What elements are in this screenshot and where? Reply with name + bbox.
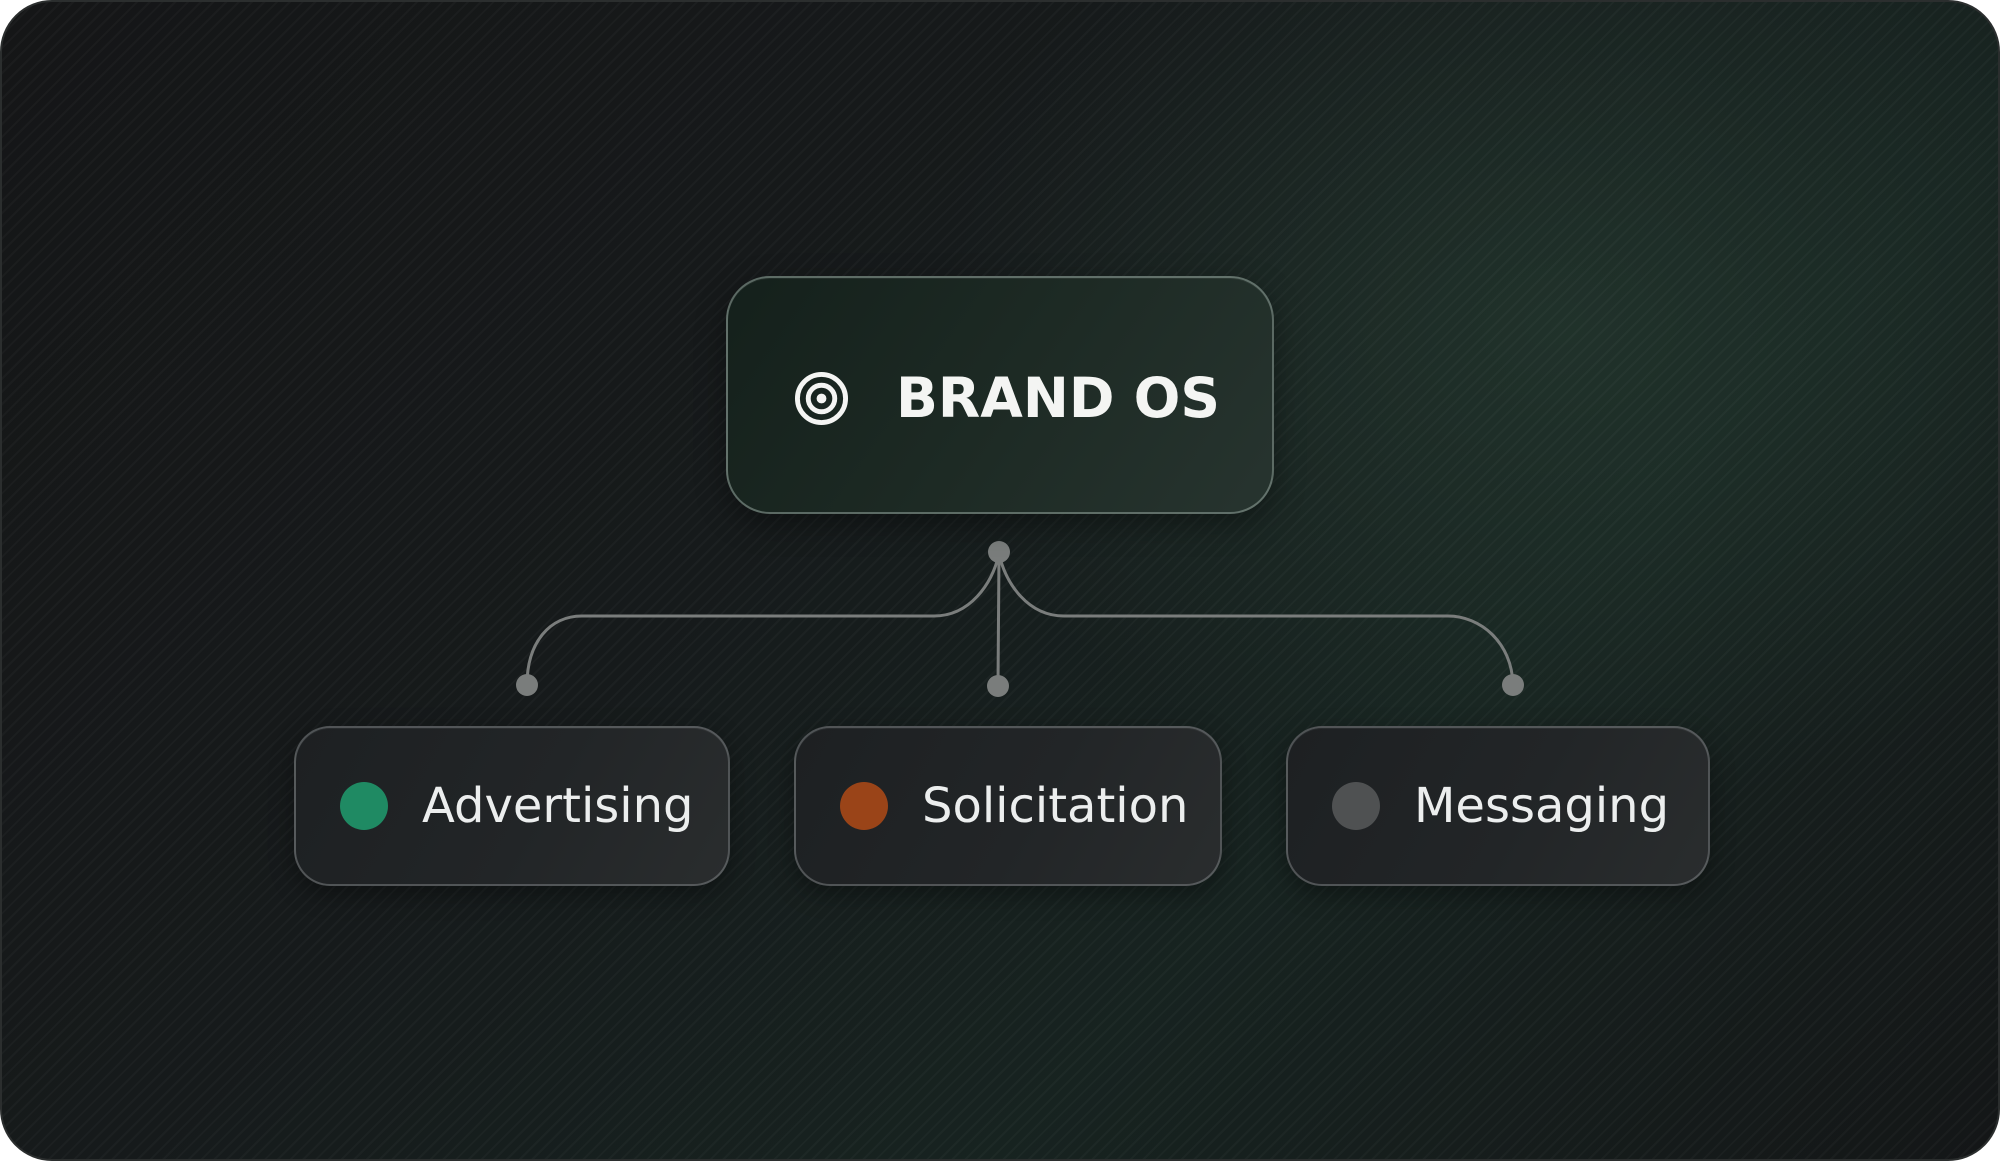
- connector-end-solicitation: [987, 675, 1009, 697]
- connector-hub-point: [988, 541, 1010, 563]
- connector-advertising: [525, 552, 1001, 687]
- advertising-status-dot: [340, 782, 388, 830]
- messaging-status-dot: [1332, 782, 1380, 830]
- solicitation-status-dot: [840, 782, 888, 830]
- brand-os-label: BRAND OS: [896, 366, 1221, 430]
- connector-end-advertising: [516, 674, 538, 696]
- connector-solicitation: [996, 552, 1001, 687]
- advertising-node[interactable]: [294, 726, 730, 886]
- connector-messaging: [997, 552, 1515, 687]
- connector-end-messaging: [1502, 674, 1524, 696]
- advertising-label: Advertising: [422, 778, 694, 834]
- messaging-label: Messaging: [1414, 778, 1670, 834]
- solicitation-label: Solicitation: [922, 778, 1189, 834]
- target-icon: [794, 371, 849, 426]
- brand-os-node[interactable]: [726, 276, 1274, 514]
